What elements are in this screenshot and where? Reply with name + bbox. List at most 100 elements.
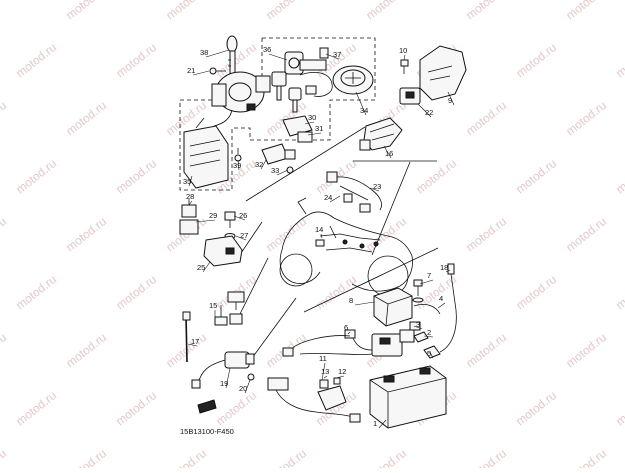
callout-number: 33 — [271, 166, 279, 175]
watermark-text: motod.ru — [613, 272, 625, 312]
callout-number: 36 — [263, 45, 271, 54]
relay-25 — [203, 235, 243, 267]
callout-number: 1 — [373, 419, 377, 428]
watermark-text: motod.ru — [263, 446, 309, 468]
callout-number: 24 — [324, 193, 332, 202]
callout-leader — [369, 187, 380, 192]
watermark-text: motod.ru — [113, 40, 159, 80]
connector-15 — [214, 305, 243, 326]
watermark-text: motod.ru — [0, 214, 9, 254]
lock-cable — [299, 72, 333, 97]
callout-number: 18 — [440, 263, 448, 272]
callout-number: 14 — [315, 225, 323, 234]
callout-number: 37 — [333, 50, 341, 59]
terminal-5 — [423, 345, 441, 359]
callout-leader — [355, 91, 367, 116]
callout-leader — [329, 195, 341, 203]
connector-32 — [261, 143, 296, 165]
key — [226, 35, 238, 76]
callout-leader — [429, 351, 434, 359]
callout-number: 38 — [200, 48, 208, 57]
watermark-text: motod.ru — [63, 330, 109, 370]
callout-number: 27 — [240, 231, 248, 240]
callout-number: 15 — [209, 301, 217, 310]
watermark-text: motod.ru — [113, 388, 159, 428]
bolt-10 — [400, 59, 409, 74]
watermark-text: motod.ru — [0, 98, 9, 138]
clip-2 — [413, 331, 429, 343]
watermark-text: motod.ru — [213, 388, 259, 428]
callout-number: 16 — [385, 149, 393, 158]
watermark-text: motod.ru — [263, 214, 309, 254]
callout-leader — [413, 325, 423, 330]
watermark-text: motod.ru — [163, 446, 209, 468]
callout-leader — [419, 279, 434, 285]
lock-small-key — [271, 71, 302, 113]
callout-leader — [244, 379, 251, 394]
watermark-text: motod.ru — [363, 0, 409, 22]
callout-number: 26 — [239, 211, 247, 220]
callout-leader — [437, 302, 446, 309]
callout-number: 5 — [427, 349, 431, 358]
watermark-text: motod.ru — [513, 156, 559, 196]
callout-leader — [307, 132, 322, 136]
watermark-text: motod.ru — [463, 98, 509, 138]
watermark-text: motod.ru — [0, 0, 9, 22]
callout-leader — [323, 375, 328, 379]
callout-leader — [202, 261, 211, 273]
watermark-text: motod.ru — [563, 214, 609, 254]
callout-leader — [423, 335, 434, 338]
callout-number: 13 — [321, 367, 329, 376]
callout-number: 20 — [239, 384, 247, 393]
callout-leader — [188, 175, 193, 187]
watermark-text: motod.ru — [63, 214, 109, 254]
screw-39 — [234, 148, 242, 162]
callout-leader — [268, 53, 288, 61]
watermark-text: motod.ru — [613, 156, 625, 196]
callout-number: 21 — [187, 66, 195, 75]
callout-number: 7 — [427, 271, 431, 280]
cable-18 — [439, 263, 457, 353]
screw-33 — [286, 166, 294, 174]
watermark-text: motod.ru — [463, 0, 509, 22]
fuel-cap — [332, 65, 374, 95]
harness-23 — [326, 171, 382, 213]
coupler-22 — [399, 87, 421, 105]
callout-leader — [195, 219, 216, 223]
callout-number: 12 — [338, 367, 346, 376]
callout-leader — [320, 233, 323, 239]
callout-number: 11 — [319, 354, 327, 363]
watermark-text: motod.ru — [363, 446, 409, 468]
part-8 — [373, 287, 413, 327]
watermark-text: motod.ru — [13, 40, 59, 80]
callout-leader — [235, 235, 247, 241]
watermark-text: motod.ru — [13, 388, 59, 428]
unit-9 — [419, 45, 467, 101]
relay-30 — [282, 115, 313, 143]
callout-leader — [417, 103, 432, 118]
callout-leader — [205, 49, 230, 58]
callout-number: 29 — [209, 211, 217, 220]
callout-number: 2 — [427, 328, 431, 337]
callout-number: 3 — [416, 320, 420, 329]
relay-group-29 — [179, 199, 199, 235]
callout-leader — [378, 419, 387, 429]
wire-clamp-17 — [182, 311, 191, 363]
connector-14 — [227, 291, 245, 310]
callout-number: 10 — [399, 46, 407, 55]
callout-leader — [225, 367, 231, 389]
fuse-holder-11 — [317, 377, 347, 411]
starter-relay — [371, 329, 415, 357]
watermark-text: motod.ru — [513, 388, 559, 428]
ignition-coil — [359, 117, 403, 151]
watermark-text: motod.ru — [13, 272, 59, 312]
callout-number: 17 — [191, 337, 199, 346]
watermark-text: motod.ru — [513, 272, 559, 312]
callout-leader — [447, 91, 455, 106]
watermark-text: motod.ru — [63, 98, 109, 138]
watermark-text: motod.ru — [63, 0, 109, 22]
watermark-text: motod.ru — [463, 330, 509, 370]
watermark-text: motod.ru — [63, 446, 109, 468]
